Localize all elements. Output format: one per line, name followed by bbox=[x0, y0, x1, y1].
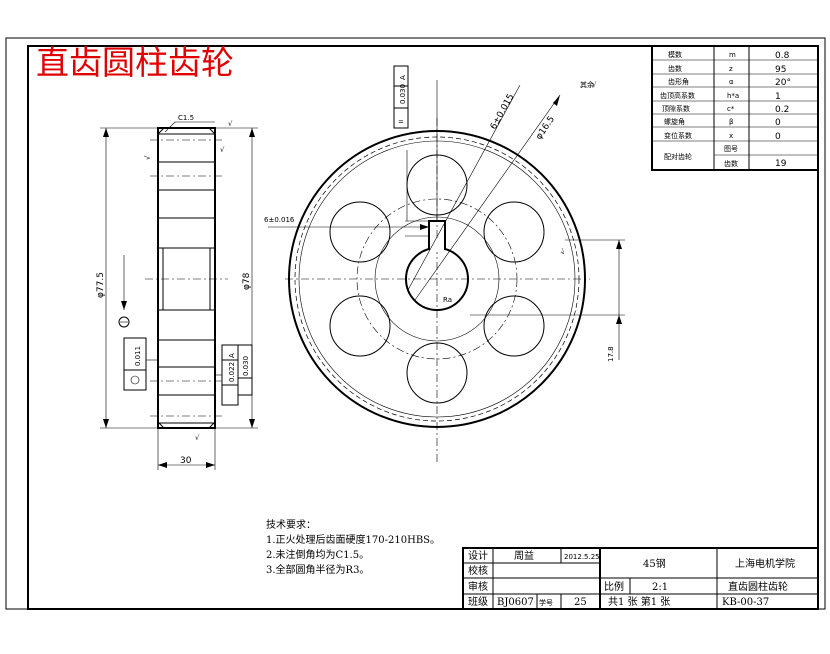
svg-text:m: m bbox=[729, 51, 736, 59]
svg-text:学号: 学号 bbox=[539, 598, 553, 607]
parameter-table: 模数 m 0.8 齿数 z 95 齿形角 α 20° 齿顶高系数 h*a 1 顶… bbox=[651, 45, 819, 171]
svg-text:齿数: 齿数 bbox=[668, 64, 682, 73]
svg-text:95: 95 bbox=[775, 65, 786, 75]
svg-text:3.全部圆角半径为R3。: 3.全部圆角半径为R3。 bbox=[266, 563, 369, 576]
svg-text:√: √ bbox=[220, 146, 225, 154]
svg-text:审核: 审核 bbox=[468, 580, 488, 593]
svg-text:0.2: 0.2 bbox=[775, 105, 789, 115]
svg-text:α: α bbox=[729, 78, 734, 86]
scale-value: 2:1 bbox=[652, 582, 668, 593]
svg-text:校核: 校核 bbox=[468, 564, 488, 577]
svg-text:0: 0 bbox=[775, 132, 781, 142]
mating-gear-label: 配对齿轮 bbox=[664, 152, 692, 161]
svg-text:z: z bbox=[729, 65, 733, 73]
tol-011: 0.011 bbox=[134, 346, 142, 366]
section-view: φ77.5 φ78 30 C1.5 √ √ √ √ 0.011 bbox=[96, 114, 258, 470]
svg-text:班级: 班级 bbox=[468, 596, 488, 608]
svg-text:√: √ bbox=[144, 155, 152, 160]
mating-teeth-count: 19 bbox=[775, 159, 787, 169]
svg-text:√: √ bbox=[559, 247, 567, 256]
datum-symbol bbox=[118, 316, 130, 328]
svg-text:齿形角: 齿形角 bbox=[668, 77, 689, 86]
svg-text:齿顶高系数: 齿顶高系数 bbox=[660, 91, 695, 100]
svg-text:比例: 比例 bbox=[604, 580, 624, 593]
inner-frame bbox=[27, 45, 819, 610]
front-view: 6±0.016 0.030 A = φ16.5 6±0.015 Ra 其余 √ … bbox=[264, 65, 625, 462]
svg-text:BJ0607: BJ0607 bbox=[497, 597, 534, 608]
svg-text:螺旋角: 螺旋角 bbox=[664, 117, 685, 126]
material: 45钢 bbox=[643, 557, 666, 570]
dim-d78: φ78 bbox=[242, 272, 252, 290]
keyslot-dim: 6±0.015 bbox=[489, 92, 517, 131]
svg-text:共1 张 第1 张: 共1 张 第1 张 bbox=[608, 595, 670, 608]
svg-text:顶隙系数: 顶隙系数 bbox=[662, 104, 690, 113]
svg-text:1.正火处理后齿面硬度170-210HBS。: 1.正火处理后齿面硬度170-210HBS。 bbox=[266, 533, 440, 546]
svg-text:2012.5.25: 2012.5.25 bbox=[564, 553, 600, 561]
dim-d165: φ16.5 bbox=[534, 115, 557, 142]
svg-text:β: β bbox=[729, 118, 733, 126]
tol-030: 0.030 bbox=[242, 356, 250, 376]
symmetry-tolerance-box bbox=[393, 65, 409, 129]
svg-text:A: A bbox=[399, 75, 407, 80]
svg-text:1: 1 bbox=[775, 92, 781, 102]
svg-text:0: 0 bbox=[775, 118, 781, 128]
svg-text:A: A bbox=[228, 353, 236, 358]
svg-text:变位系数: 变位系数 bbox=[664, 131, 692, 140]
dim-d975: φ77.5 bbox=[96, 272, 106, 298]
svg-text:25: 25 bbox=[574, 597, 587, 608]
dim-width: 30 bbox=[180, 456, 192, 466]
key-width-dim: 6±0.016 bbox=[264, 216, 295, 224]
svg-text:h*a: h*a bbox=[727, 92, 739, 100]
svg-text:设计: 设计 bbox=[468, 549, 488, 562]
dim-17-8: 17.8 bbox=[607, 346, 615, 362]
svg-text:Ra: Ra bbox=[443, 296, 452, 304]
part-name: 直齿圆柱齿轮 bbox=[728, 580, 788, 593]
svg-text:√: √ bbox=[195, 434, 200, 442]
svg-text:技术要求：: 技术要求： bbox=[266, 518, 316, 531]
tol-022: 0.022 bbox=[228, 362, 236, 382]
svg-text:20°: 20° bbox=[775, 78, 791, 88]
svg-text:x: x bbox=[729, 132, 733, 140]
school-name: 上海电机学院 bbox=[735, 557, 795, 570]
svg-text:图号: 图号 bbox=[724, 145, 738, 153]
drawing-title: 直齿圆柱齿轮 bbox=[36, 43, 234, 82]
title-block: 设计 周益 2012.5.25 校核 审核 班级 BJ0607 学号 25 45… bbox=[462, 547, 819, 610]
svg-text:c*: c* bbox=[727, 105, 735, 113]
technical-notes: 技术要求： 1.正火处理后齿面硬度170-210HBS。 2.未注倒角均为C1.… bbox=[266, 518, 440, 576]
roughness-rest: 其余 bbox=[580, 80, 594, 89]
svg-text:齿数: 齿数 bbox=[724, 159, 738, 168]
circularity-tolerance-box bbox=[123, 337, 147, 391]
roughness-top: √ bbox=[228, 120, 233, 128]
chamfer-label: C1.5 bbox=[178, 114, 194, 122]
svg-text:2.未注倒角均为C1.5。: 2.未注倒角均为C1.5。 bbox=[266, 548, 369, 561]
svg-text:=: = bbox=[398, 118, 404, 126]
svg-text:0.030: 0.030 bbox=[399, 84, 407, 104]
designer-name: 周益 bbox=[514, 549, 534, 562]
svg-text:模数: 模数 bbox=[668, 50, 682, 59]
drawing-number: KB-00-37 bbox=[722, 597, 769, 608]
svg-text:0.8: 0.8 bbox=[775, 51, 790, 61]
svg-text:√: √ bbox=[592, 81, 597, 89]
